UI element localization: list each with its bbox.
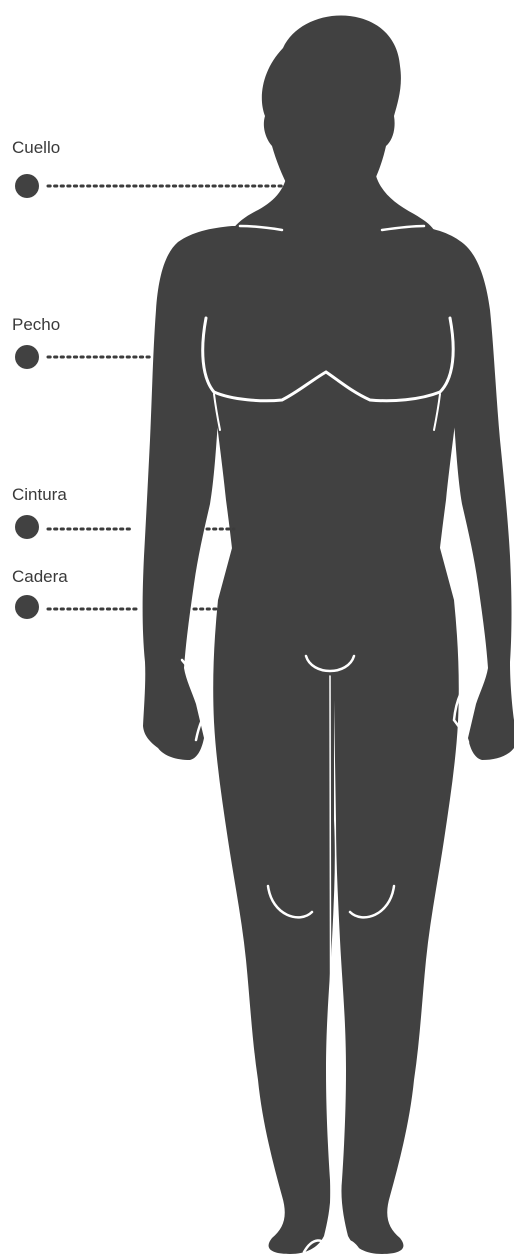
neck-marker-dot[interactable] xyxy=(15,174,39,198)
waist-marker-dot[interactable] xyxy=(15,515,39,539)
hip-label: Cadera xyxy=(12,568,68,585)
chest-marker-dot[interactable] xyxy=(15,345,39,369)
chest-label: Pecho xyxy=(12,316,60,333)
human-body-silhouette xyxy=(143,16,514,1254)
head xyxy=(262,16,401,190)
leg-divider xyxy=(330,676,331,1226)
hip-marker-dot[interactable] xyxy=(15,595,39,619)
torso-and-arms xyxy=(143,226,514,1254)
neck-label: Cuello xyxy=(12,139,60,156)
waist-label: Cintura xyxy=(12,486,67,503)
neck xyxy=(232,168,434,230)
